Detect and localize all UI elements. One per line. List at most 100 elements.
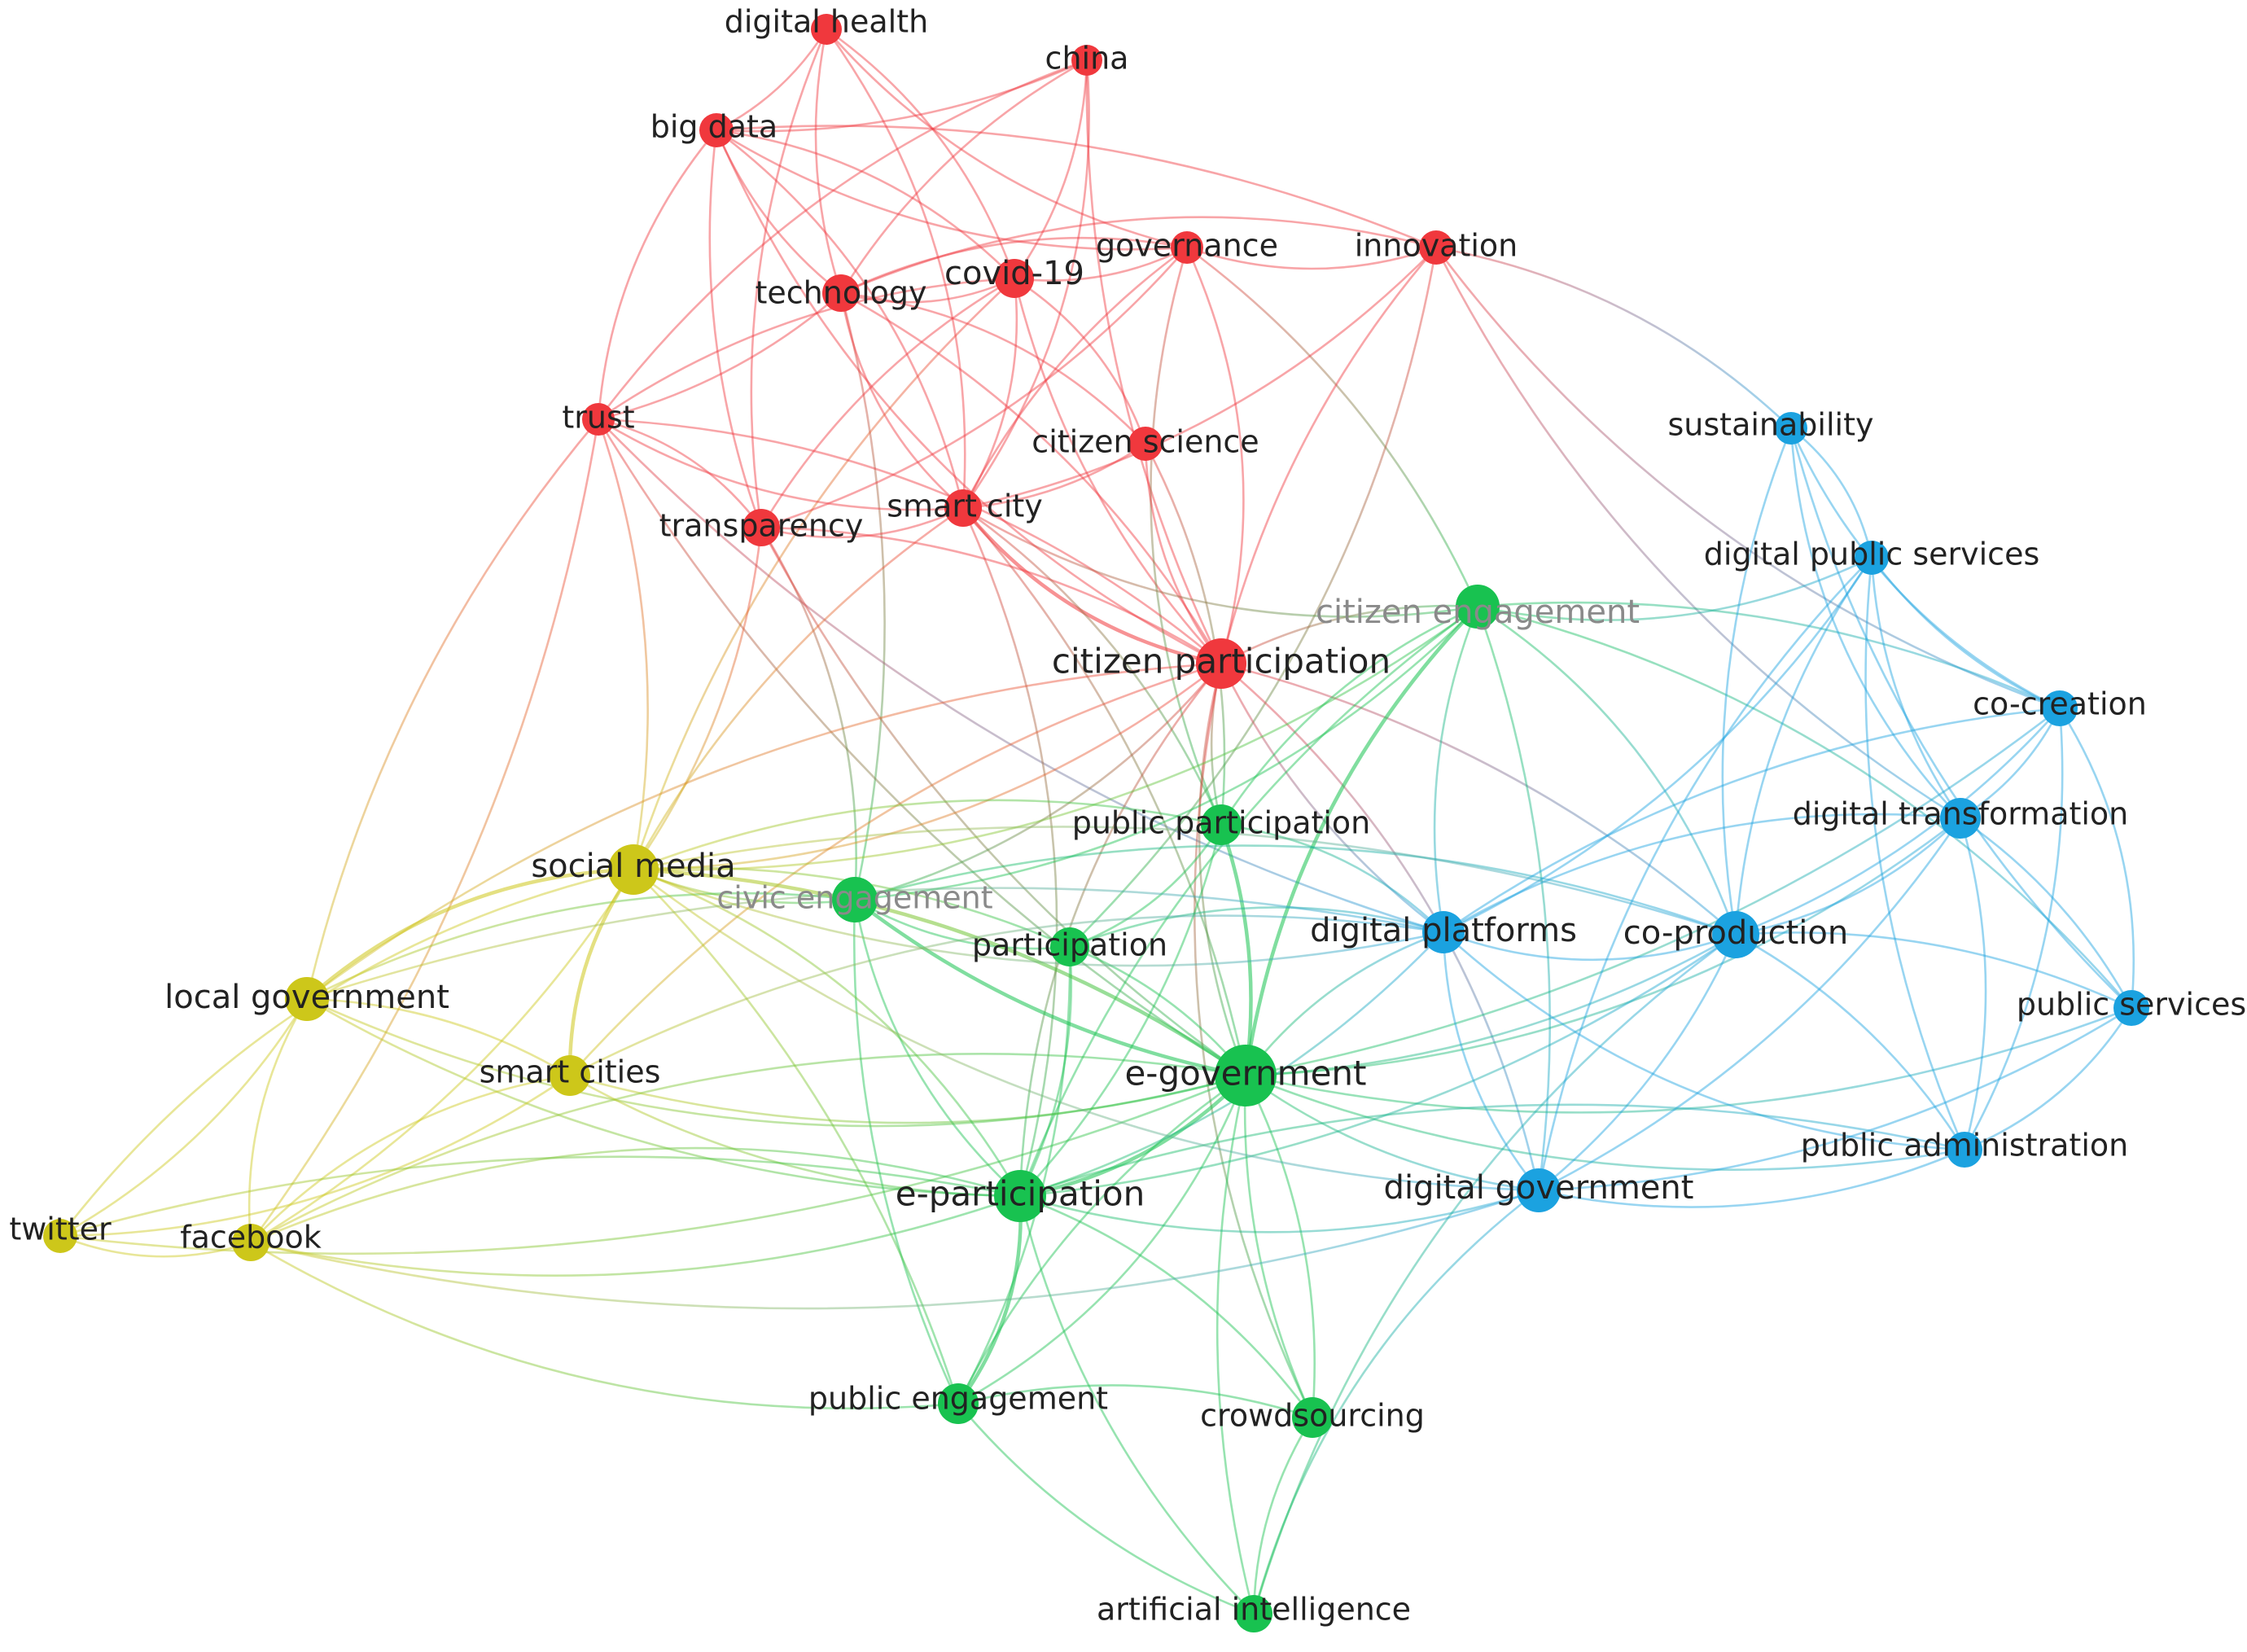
node-citizen-science[interactable] [1128,427,1163,461]
edge-public-services-to-digital-government [1538,1006,2132,1192]
edge-governance-to-transparency [760,247,1188,529]
edge-governance-to-citizen-engagement [1186,246,1479,607]
node-label-innovation: innovation [1355,228,1518,264]
node-public-engagement[interactable] [938,1383,979,1424]
edge-public-engagement-to-artificial-intelligence [957,1403,1255,1615]
edge-e-government-to-digital-platforms [1244,931,1444,1076]
edge-digital-health-to-governance [826,28,1188,249]
edge-e-participation-to-social-media [633,868,1022,1197]
edge-trust-to-e-government [597,418,1246,1077]
node-public-services[interactable] [2113,990,2149,1026]
node-smart-city[interactable] [944,489,982,527]
node-citizen-participation[interactable] [1196,638,1246,689]
edge-innovation-to-technology [840,216,1437,295]
node-civic-engagement[interactable] [832,877,878,922]
edge-local-government-to-twitter [59,998,309,1238]
node-public-administration[interactable] [1947,1132,1982,1168]
node-digital-government[interactable] [1517,1168,1561,1212]
node-innovation[interactable] [1419,230,1453,265]
node-crowdsourcing[interactable] [1292,1397,1333,1438]
edge-governance-to-public-participation [1150,247,1223,826]
edge-e-participation-to-facebook [250,1146,1021,1244]
node-big-data[interactable] [699,113,734,147]
edge-innovation-to-sustainability [1435,246,1792,429]
edge-citizen-engagement-to-digital-government [1476,606,1551,1191]
edge-big-data-to-citizen-participation [715,129,1222,665]
edge-public-participation-to-e-government [1219,824,1253,1076]
edge-crowdsourcing-to-e-government [1243,1075,1314,1418]
edge-governance-to-smart-city [961,246,1188,509]
edge-e-participation-to-co-production [1019,933,1737,1198]
node-twitter[interactable] [43,1219,77,1253]
edge-artificial-intelligence-to-co-production [1252,933,1737,1615]
node-artificial-intelligence[interactable] [1235,1595,1272,1632]
node-citizen-engagement[interactable] [1456,585,1500,629]
edge-technology-to-trust [598,292,842,421]
edge-china-to-trust [597,59,1088,420]
node-digital-transformation[interactable] [1940,798,1981,839]
node-label-digital-transformation: digital transformation [1793,796,2129,832]
edge-facebook-to-e-participation [250,1194,1021,1277]
edge-e-government-to-crowdsourcing [1244,1075,1316,1418]
edge-smart-city-to-e-government [962,507,1247,1076]
node-label-public-administration: public administration [1801,1128,2128,1163]
edge-citizen-engagement-to-digital-platforms [1433,606,1479,933]
node-governance[interactable] [1171,231,1203,264]
node-label-local-government: local government [164,979,449,1016]
node-label-digital-government: digital government [1384,1169,1694,1207]
edge-technology-to-smart-city [839,292,964,509]
node-china[interactable] [1071,45,1102,76]
edge-e-government-to-digital-government [1245,1074,1540,1192]
node-transparency[interactable] [742,509,780,546]
edge-civic-engagement-to-e-government [853,898,1246,1078]
node-co-production[interactable] [1712,911,1759,958]
edge-co-creation-to-digital-platforms [1443,707,2061,934]
edge-co-production-to-public-administration [1735,933,1966,1150]
edge-public-engagement-to-crowdsourcing [957,1384,1313,1419]
node-local-government[interactable] [285,977,329,1021]
edge-digital-health-to-big-data [716,28,828,132]
node-label-citizen-engagement: citizen engagement [1316,594,1640,631]
node-facebook[interactable] [232,1224,269,1261]
node-trust[interactable] [582,403,615,436]
node-digital-platforms[interactable] [1422,911,1465,953]
edge-citizen-engagement-to-digital-public-services [1477,556,1872,621]
edge-trust-to-smart-city [598,418,964,511]
edge-big-data-to-smart-city [716,129,965,509]
edge-layer [59,28,2135,1615]
edge-sustainability-to-co-production [1721,427,1793,936]
node-social-media[interactable] [608,844,659,895]
node-e-participation[interactable] [994,1170,1046,1222]
edge-citizen-engagement-to-e-government [1243,605,1479,1076]
edge-e-participation-to-crowdsourcing [1019,1194,1314,1418]
edge-public-administration-to-digital-government [1538,1148,1965,1208]
node-digital-health[interactable] [811,14,842,45]
node-e-government[interactable] [1215,1045,1277,1106]
edge-public-participation-to-e-participation [1019,824,1223,1197]
edge-big-data-to-trust [597,129,717,420]
node-public-participation[interactable] [1201,804,1242,845]
node-label-public-services: public services [2017,987,2246,1023]
node-label-civic-engagement: civic engagement [716,880,992,916]
node-digital-public-services[interactable] [1855,541,1889,575]
edge-digital-public-services-to-digital-government [1537,557,1872,1191]
edge-citizen-science-to-public-participation [1144,443,1226,826]
edge-innovation-to-smart-city [962,247,1437,510]
node-co-creation[interactable] [2042,690,2078,726]
edge-e-government-to-co-creation [1245,707,2061,1077]
node-sustainability[interactable] [1775,412,1807,445]
edge-innovation-to-co-creation [1434,247,2061,710]
edge-co-creation-to-public-administration [1963,708,2064,1150]
node-technology[interactable] [822,274,860,312]
node-smart-cities[interactable] [550,1055,590,1096]
edge-civic-engagement-to-public-engagement [852,899,960,1404]
node-covid19[interactable] [995,259,1034,298]
node-label-co-production: co-production [1623,914,1848,952]
node-participation[interactable] [1050,927,1089,966]
node-label-smart-city: smart city [887,489,1043,524]
edge-twitter-to-facebook [59,1234,252,1258]
edge-co-production-to-digital-government [1538,934,1737,1192]
edge-digital-transformation-to-co-production [1735,817,1961,936]
edge-digital-health-to-technology [814,28,843,294]
edge-digital-transformation-to-public-administration [1959,817,1987,1150]
